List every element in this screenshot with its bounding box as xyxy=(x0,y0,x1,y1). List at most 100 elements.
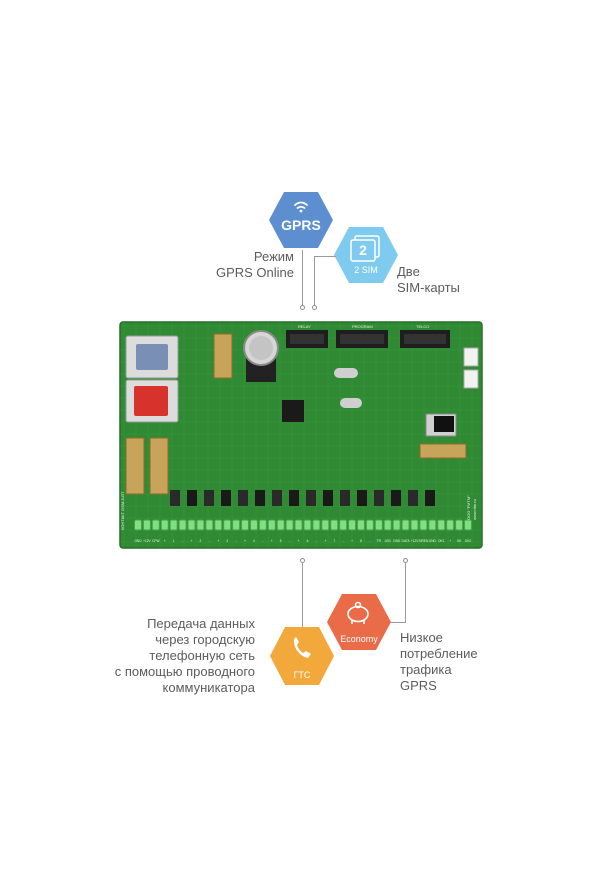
sim-badge xyxy=(334,227,398,283)
terminal-label: +12V xyxy=(411,539,419,543)
relay xyxy=(272,490,282,506)
terminal-screw xyxy=(339,519,348,531)
terminal-label: - xyxy=(236,539,237,543)
battery-cell xyxy=(243,330,279,382)
terminal-screw xyxy=(356,519,365,531)
terminal-screw xyxy=(160,519,169,531)
relay xyxy=(289,490,299,506)
terminal-label: OK2 xyxy=(465,539,472,543)
label-data-transfer: Передача данных через городскую телефонн… xyxy=(114,616,255,695)
terminal-label: GND xyxy=(429,539,437,543)
terminal-label: + xyxy=(164,539,166,543)
terminal-label: DATA xyxy=(402,539,411,543)
leader-dot-sim xyxy=(312,305,317,310)
terminal-screw xyxy=(223,519,232,531)
terminal-screw xyxy=(330,519,339,531)
leader-gprs xyxy=(302,250,303,307)
terminal-screw xyxy=(365,519,374,531)
terminal-screw xyxy=(276,519,285,531)
vendor-url: www.ritm.ru xyxy=(472,499,477,520)
terminal-label: - xyxy=(316,539,317,543)
terminal-label: 7 xyxy=(333,539,335,543)
terminal-screw xyxy=(428,519,437,531)
relay xyxy=(221,490,231,506)
relay xyxy=(238,490,248,506)
terminal-screw xyxy=(249,519,258,531)
leader-economy-h xyxy=(390,622,406,623)
terminal-label: 6 xyxy=(307,539,309,543)
terminal-screw xyxy=(303,519,312,531)
terminal-screw xyxy=(392,519,401,531)
piggy-bank-icon xyxy=(347,601,369,624)
terminal-screw xyxy=(214,519,223,531)
relay xyxy=(255,490,265,506)
terminal-label: + xyxy=(351,539,353,543)
terminal-screw xyxy=(446,519,455,531)
sim-badge-number: 2 xyxy=(359,242,367,258)
relay-row xyxy=(170,490,435,506)
relay xyxy=(357,490,367,506)
leader-economy-v xyxy=(405,563,406,622)
header-relay-label: RELAY xyxy=(298,324,311,329)
sim-card-icon xyxy=(350,235,380,262)
relay xyxy=(187,490,197,506)
terminal-label: OK xyxy=(457,539,462,543)
leader-dot-gtc xyxy=(300,558,305,563)
economy-badge xyxy=(327,594,391,650)
terminal-screw xyxy=(178,519,187,531)
terminal-screw xyxy=(321,519,330,531)
phone-icon xyxy=(293,637,311,658)
terminal-label: TR xyxy=(377,539,382,543)
terminal-screw xyxy=(464,519,472,531)
terminal-screw xyxy=(348,519,357,531)
header-telco-label: TELCO xyxy=(416,324,429,329)
leader-dot-economy xyxy=(403,558,408,563)
terminal-label: + xyxy=(271,539,273,543)
terminal-label: GND xyxy=(134,539,142,543)
sim-holder-2 xyxy=(125,379,179,423)
terminal-label: CPW xyxy=(152,539,159,543)
terminal-label: - xyxy=(369,539,370,543)
terminal-label: 4 xyxy=(253,539,255,543)
terminal-screw xyxy=(312,519,321,531)
header-program-label: PROGRAM xyxy=(352,324,373,329)
terminal-screw xyxy=(410,519,419,531)
gtc-badge-label: ГТС xyxy=(293,670,311,680)
terminal-screw xyxy=(374,519,383,531)
terminal-label: + xyxy=(298,539,300,543)
terminal-screw xyxy=(142,519,151,531)
label-two-sim: Две SIM-карты xyxy=(397,264,460,295)
header-program xyxy=(336,330,388,348)
wifi-icon xyxy=(294,201,308,209)
terminal-screw xyxy=(419,519,428,531)
terminal-label: + xyxy=(324,539,326,543)
terminal-label: 3 xyxy=(226,539,228,543)
terminal-label: 2 xyxy=(200,539,202,543)
terminal-screw xyxy=(258,519,267,531)
sim-holder-1 xyxy=(125,335,179,379)
gprs-badge xyxy=(269,192,333,248)
terminal-label: + xyxy=(191,539,193,543)
terminal-screw xyxy=(437,519,446,531)
board-model-text: КОНТАКТ GSM-5-RT xyxy=(120,491,125,530)
sim-badge-label: 2 SIM xyxy=(354,265,378,275)
relay xyxy=(340,490,350,506)
label-gprs-mode: Режим GPRS Online xyxy=(215,249,294,280)
terminal-screw xyxy=(294,519,303,531)
relay xyxy=(425,490,435,506)
terminal-label: 1 xyxy=(173,539,175,543)
terminal-screw xyxy=(285,519,294,531)
relay xyxy=(374,490,384,506)
terminal-screw xyxy=(205,519,214,531)
terminal-block-row xyxy=(134,519,472,531)
circuit-board-image: RELAY PROGRAM TELCO GND +12V CPW +1 - +2 - +3 - +… xyxy=(119,321,483,549)
terminal-screw xyxy=(187,519,196,531)
terminal-label: + xyxy=(449,539,451,543)
terminal-screw xyxy=(232,519,241,531)
terminal-label: - xyxy=(343,539,344,543)
terminal-label: SIREN xyxy=(419,539,429,543)
economy-badge-label: Economy xyxy=(340,634,378,644)
header-relay xyxy=(286,330,328,348)
relay xyxy=(204,490,214,506)
